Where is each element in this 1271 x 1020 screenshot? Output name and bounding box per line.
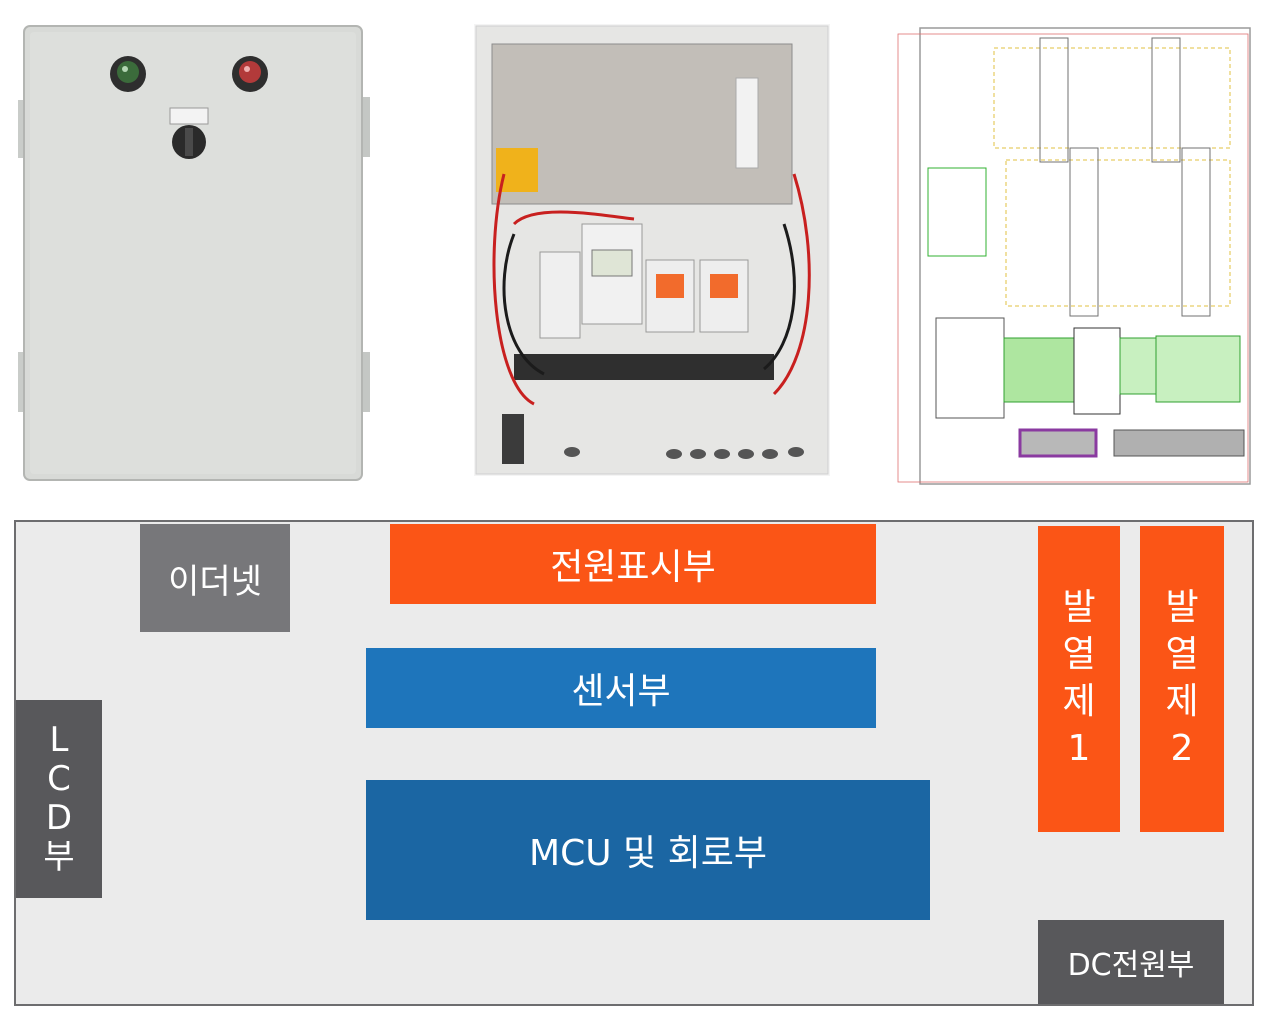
lcd-block: L C D 부 — [16, 700, 102, 898]
board-layout-diagram: 이더넷 전원표시부 센서부 MCU 및 회로부 L C D 부 발 열 제 1 … — [14, 520, 1254, 1006]
cad-drawing — [894, 18, 1258, 488]
enclosure-closed-photo — [18, 22, 370, 482]
heater-2-block: 발 열 제 2 — [1140, 526, 1224, 832]
mcu-label: MCU 및 회로부 — [529, 833, 767, 874]
lcd-char: 부 — [43, 837, 75, 878]
heater-1-block: 발 열 제 1 — [1038, 526, 1120, 832]
sensor-block: 센서부 — [366, 648, 876, 728]
red-pilot-lamp — [232, 56, 268, 92]
cad-terminal-2 — [1113, 429, 1245, 457]
green-pilot-lamp — [110, 56, 146, 92]
cable-gland — [502, 414, 524, 464]
lcd-char: C — [47, 758, 71, 799]
heater-1-char: 발 — [1062, 587, 1096, 629]
power-display-block: 전원표시부 — [390, 524, 876, 604]
dc-power-label: DC전원부 — [1067, 948, 1195, 983]
heater-2-char: 2 — [1170, 727, 1194, 769]
lcd-char: D — [45, 798, 73, 838]
cad-breaker — [927, 167, 987, 257]
power-display-label: 전원표시부 — [550, 547, 716, 588]
sensor-label: 센서부 — [571, 671, 671, 712]
wiring-black — [502, 223, 796, 376]
ethernet-label: 이더넷 — [168, 561, 262, 602]
heater-1-char: 열 — [1062, 634, 1096, 676]
lcd-char: L — [49, 719, 69, 760]
heater-2-char: 제 — [1165, 681, 1199, 722]
selector-switch — [169, 107, 209, 159]
smps-label — [735, 77, 759, 169]
knockout-holes — [564, 447, 804, 459]
smps-unit — [491, 43, 793, 205]
cad-terminal-1 — [1018, 428, 1098, 458]
heater-2-char: 열 — [1165, 634, 1199, 676]
heater-1-char: 제 — [1062, 681, 1096, 722]
wiring-red — [492, 173, 811, 406]
terminal-block — [514, 354, 774, 380]
latch-bottom — [360, 352, 370, 412]
dc-power-block: DC전원부 — [1038, 920, 1224, 1004]
enclosure-open-photo — [474, 24, 830, 476]
heater-1-char: 1 — [1067, 727, 1091, 769]
heater-2-char: 발 — [1165, 587, 1199, 629]
breaker — [539, 251, 581, 339]
mcu-block: MCU 및 회로부 — [366, 780, 930, 920]
latch-top — [360, 97, 370, 157]
ethernet-block: 이더넷 — [140, 524, 290, 632]
